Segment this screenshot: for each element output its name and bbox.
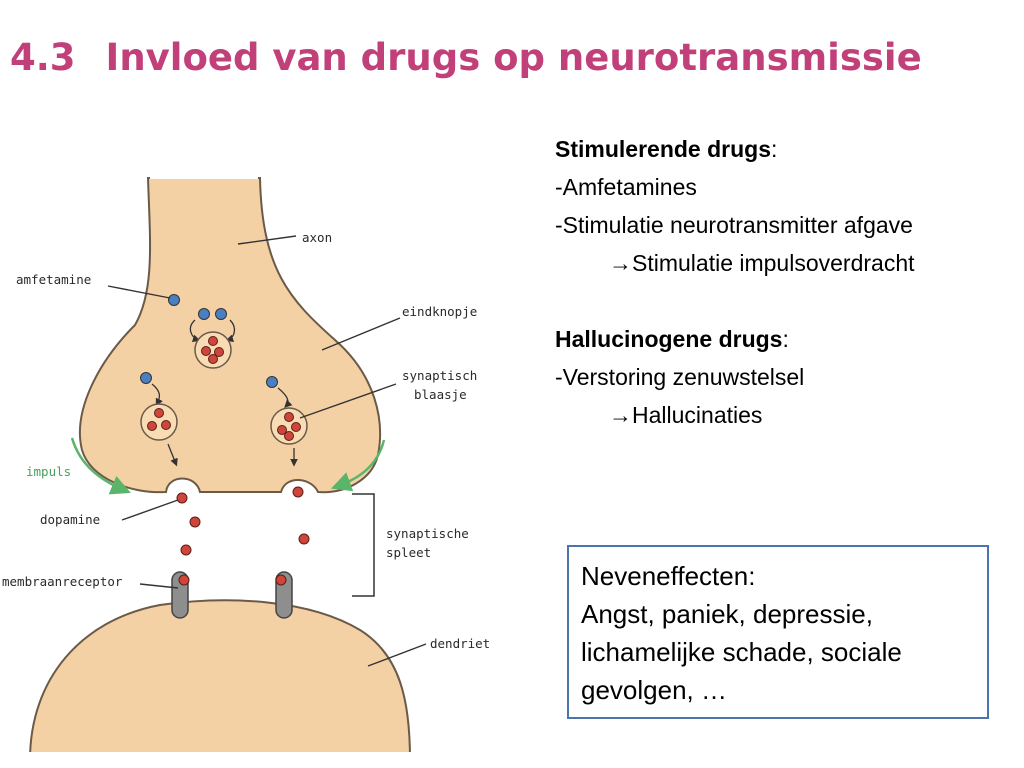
arrow-right-icon: →: [609, 402, 632, 428]
slide-title: 4.3 Invloed van drugs op neurotransmissie: [10, 28, 922, 88]
hallucinogeen-item-1: -Verstoring zenuwstelsel: [555, 358, 1015, 396]
side-effects-heading: Neveneffecten:: [581, 557, 975, 595]
arrow-right-icon: →: [609, 250, 632, 276]
hallucinogeen-colon: :: [782, 326, 788, 352]
synapse-diagram: axon amfetamine eindknopje synaptisch bl…: [0, 160, 520, 760]
title-text: Invloed van drugs op neurotransmissie: [106, 36, 922, 79]
stimulerend-item-1: -Amfetamines: [555, 168, 1015, 206]
drug-categories: Stimulerende drugs: -Amfetamines -Stimul…: [555, 130, 1015, 434]
label-eindknopje: eindknopje: [402, 304, 477, 319]
side-effects-box: Neveneffecten: Angst, paniek, depressie,…: [567, 545, 989, 719]
hallucinogeen-heading: Hallucinogene drugs: [555, 326, 782, 352]
stimulerend-heading: Stimulerende drugs: [555, 136, 771, 162]
stimulerend-colon: :: [771, 136, 777, 162]
label-synaptische: synaptische: [386, 526, 469, 541]
axon-terminal-shape: [80, 178, 380, 492]
label-blaasje: blaasje: [414, 387, 467, 402]
stimulerend-item-2: -Stimulatie neurotransmitter afgave: [555, 206, 1015, 244]
label-dopamine: dopamine: [40, 512, 100, 527]
side-effects-text: Angst, paniek, depressie, lichamelijke s…: [581, 595, 975, 709]
stimulerend-result-line: →Stimulatie impulsoverdracht: [555, 244, 1015, 282]
hallucinogeen-result: Hallucinaties: [632, 402, 762, 428]
label-membraanreceptor: membraanreceptor: [2, 574, 123, 589]
label-axon: axon: [302, 230, 332, 245]
label-spleet: spleet: [386, 545, 431, 560]
label-impuls: impuls: [26, 464, 71, 479]
hallucinogeen-heading-line: Hallucinogene drugs:: [555, 320, 1015, 358]
section-number: 4.3: [10, 36, 76, 79]
label-synaptisch: synaptisch: [402, 368, 477, 383]
hallucinogeen-result-line: →Hallucinaties: [555, 396, 1015, 434]
stimulerend-result: Stimulatie impulsoverdracht: [632, 250, 915, 276]
dendrite-shape: [30, 600, 410, 760]
label-dendriet: dendriet: [430, 636, 490, 651]
label-amfetamine: amfetamine: [16, 272, 91, 287]
stimulerend-heading-line: Stimulerende drugs:: [555, 130, 1015, 168]
